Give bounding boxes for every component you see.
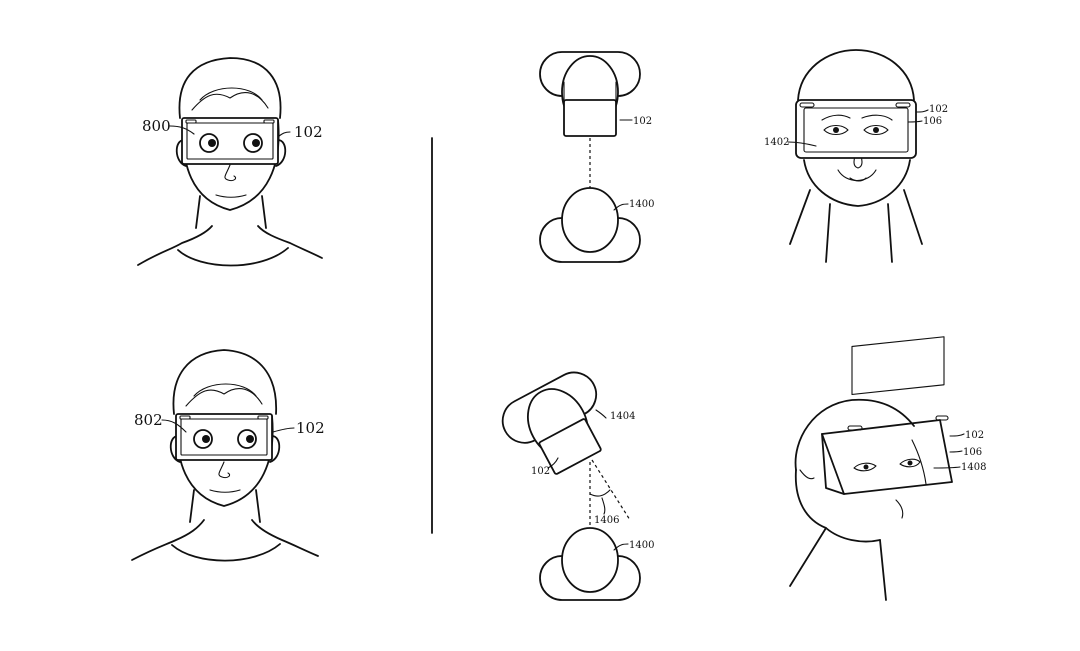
label-102-b: 102: [296, 419, 325, 437]
label-106-angled: 106: [963, 447, 982, 458]
label-802: 802: [134, 411, 163, 429]
label-102-front: 102: [929, 104, 948, 115]
label-102-tv2: 102: [531, 466, 550, 477]
label-102-a: 102: [294, 123, 323, 141]
label-1400-tv2: 1400: [629, 540, 654, 551]
label-1404: 1404: [610, 411, 635, 422]
hmd-front-view: 102 106 1402: [764, 49, 948, 263]
label-1406: 1406: [594, 515, 619, 526]
label-102-tv1: 102: [633, 116, 652, 127]
label-800: 800: [142, 117, 171, 135]
label-1402: 1402: [764, 137, 789, 148]
label-106-front: 106: [923, 116, 942, 127]
top-view-facing: 102 1400: [539, 51, 654, 263]
label-1400-tv1: 1400: [629, 199, 654, 210]
label-102-angled: 102: [965, 430, 984, 441]
fig-a-person: 800 102: [137, 57, 323, 267]
hmd-angled-view: 102 106 1408: [789, 336, 986, 601]
label-1408: 1408: [961, 462, 986, 473]
fig-b-person: 802 102: [131, 349, 325, 562]
top-view-rotated: 1404 102 1406 1400: [501, 371, 654, 601]
